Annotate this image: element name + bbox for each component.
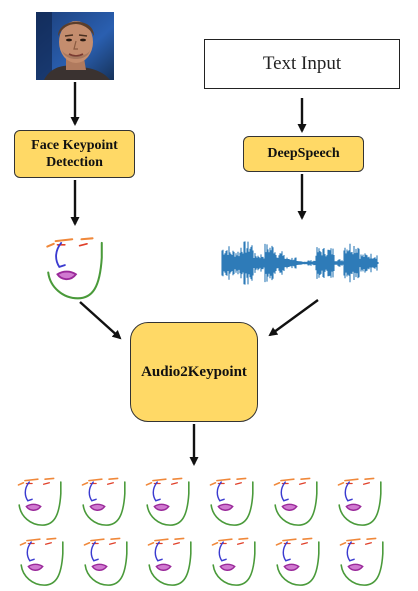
audio2keypoint-node: Audio2Keypoint <box>130 322 258 422</box>
output-face-keypoints-icon <box>81 477 126 527</box>
output-keypoint-sequence <box>17 477 384 587</box>
text-input-box: Text Input <box>204 39 400 89</box>
face-photo-image <box>36 12 114 80</box>
face-keypoint-detection-node: Face Keypoint Detection <box>14 130 135 178</box>
output-face-keypoints-icon <box>17 477 62 527</box>
face-photo <box>36 12 114 80</box>
output-face-keypoints-icon <box>147 537 192 587</box>
output-face-keypoints-icon <box>337 477 382 527</box>
output-face-keypoints-icon <box>339 537 384 587</box>
output-face-keypoints-icon <box>19 537 64 587</box>
audio-waveform-icon <box>221 241 379 285</box>
deepspeech-node: DeepSpeech <box>243 136 364 172</box>
arrow-keypoints-to-a2k <box>79 301 122 340</box>
output-face-keypoints-icon <box>83 537 128 587</box>
output-face-keypoints-icon <box>145 477 190 527</box>
arrow-audio-to-a2k <box>268 299 319 337</box>
output-face-keypoints-icon <box>275 537 320 587</box>
face-keypoints-icon <box>46 237 103 300</box>
output-face-keypoints-icon <box>209 477 254 527</box>
output-face-keypoints-icon <box>273 477 318 527</box>
waveform-trace <box>221 241 379 285</box>
output-face-keypoints-icon <box>211 537 256 587</box>
